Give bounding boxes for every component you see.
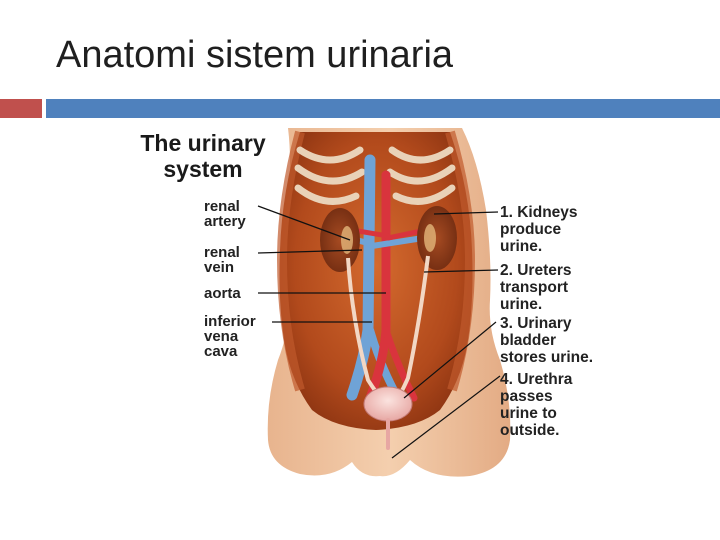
label-ureters: 2. Ureters transport urine. <box>500 262 572 313</box>
urinary-bladder <box>363 386 413 422</box>
label-renal-artery: renal artery <box>204 198 246 230</box>
slide-title: Anatomi sistem urinaria <box>56 34 454 76</box>
figure-title: The urinary system <box>140 130 266 182</box>
left-kidney <box>320 208 360 272</box>
abdominal-cavity <box>279 132 473 430</box>
label-urinary-bladder: 3. Urinary bladder stores urine. <box>500 315 594 366</box>
accent-bar-left <box>0 99 42 118</box>
label-aorta: aorta <box>204 285 241 302</box>
label-kidneys: 1. Kidneys produce urine. <box>500 204 578 255</box>
label-urethra: 4. Urethra passes urine to outside. <box>500 371 573 439</box>
right-kidney <box>417 206 457 270</box>
label-renal-vein: renal vein <box>204 244 240 276</box>
label-inferior-vena-cava: inferior vena cava <box>204 313 256 360</box>
accent-bar-right <box>46 99 720 118</box>
